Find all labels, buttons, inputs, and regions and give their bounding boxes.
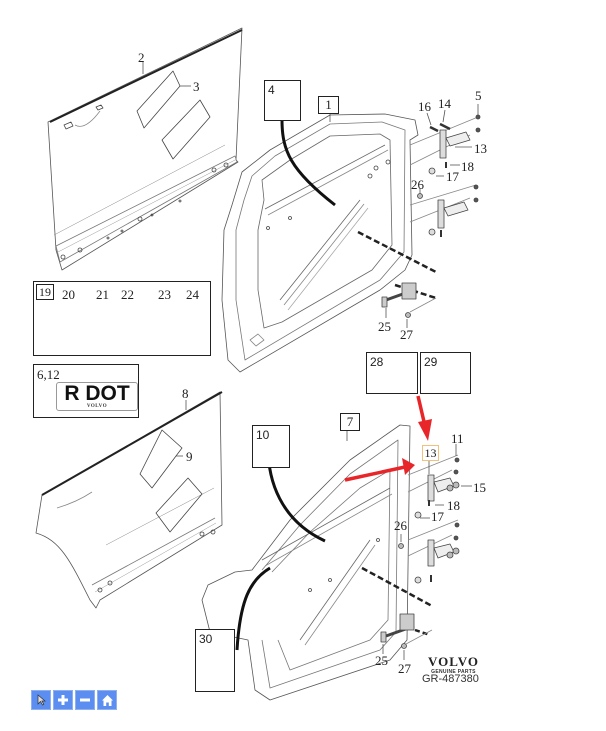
leaders-rear-hinges: [400, 444, 472, 542]
callout-30: 30: [199, 632, 213, 646]
callout-5[interactable]: 5: [475, 88, 482, 103]
brand-subtitle: GENUINE PARTS: [431, 669, 476, 675]
callout-10: 10: [256, 428, 270, 442]
red-arrows: [344, 395, 432, 482]
minus-icon: [80, 698, 90, 702]
callout-29: 29: [424, 355, 438, 369]
rear-hinges: [398, 454, 460, 584]
callout-27-bottom[interactable]: 27: [398, 661, 411, 676]
rear-door-skin: [35, 391, 223, 609]
callout-3[interactable]: 3: [193, 79, 200, 94]
leader-4: [280, 119, 336, 207]
callout-2[interactable]: 2: [138, 50, 145, 65]
box-10[interactable]: 10: [252, 425, 290, 468]
brand-name: VOLVO: [428, 654, 479, 669]
callout-26-bottom[interactable]: 26: [394, 518, 407, 533]
callout-24[interactable]: 24: [186, 287, 199, 302]
callout-22[interactable]: 22: [121, 287, 134, 302]
diagram-reference: GR-487380: [422, 673, 479, 685]
rear-door-frame: [201, 424, 411, 701]
callout-8[interactable]: 8: [182, 386, 189, 401]
callout-25-bottom[interactable]: 25: [375, 653, 388, 668]
arrow-right: [344, 465, 406, 482]
front-door-frame: [221, 113, 419, 373]
home-icon: [101, 694, 113, 706]
callout-1[interactable]: 1: [318, 96, 339, 114]
cursor-icon: [37, 694, 46, 706]
callout-14[interactable]: 14: [438, 96, 451, 111]
plus-icon: [58, 695, 68, 705]
callout-18-bottom[interactable]: 18: [447, 498, 460, 513]
callout-9[interactable]: 9: [186, 449, 193, 464]
callout-25-top[interactable]: 25: [378, 319, 391, 334]
callout-23[interactable]: 23: [158, 287, 171, 302]
sticker-3: [136, 70, 211, 160]
callout-26-top[interactable]: 26: [411, 177, 424, 192]
callout-4: 4: [268, 83, 275, 97]
box-29[interactable]: 29: [420, 352, 471, 394]
box-30[interactable]: 30: [195, 629, 235, 692]
zoom-out-button[interactable]: [75, 690, 95, 710]
callout-18-top[interactable]: 18: [461, 159, 474, 174]
callout-28: 28: [370, 355, 384, 369]
rear-check-strap: [361, 566, 433, 660]
callout-15[interactable]: 15: [473, 480, 486, 495]
badge-box-6-12[interactable]: 6,12 R DOT VOLVO: [33, 364, 139, 418]
front-check-strap: [357, 230, 437, 328]
callout-13-highlighted[interactable]: 13: [422, 445, 439, 461]
callout-27-top[interactable]: 27: [400, 327, 413, 342]
callout-20[interactable]: 20: [62, 287, 75, 302]
callout-17-top[interactable]: 17: [446, 169, 459, 184]
zoom-in-button[interactable]: [53, 690, 73, 710]
arrow-down-head: [418, 419, 432, 441]
box-28[interactable]: 28: [366, 352, 418, 394]
callout-16[interactable]: 16: [418, 99, 431, 114]
front-hinges: [409, 114, 481, 237]
callout-21[interactable]: 21: [96, 287, 109, 302]
callout-17-bottom[interactable]: 17: [431, 509, 444, 524]
leaders-front-hinges: [419, 104, 479, 194]
home-button[interactable]: [97, 690, 117, 710]
sticker-9: [139, 429, 203, 533]
callout-19: 19: [36, 284, 54, 300]
volvo-brand: VOLVO GENUINE PARTS: [428, 654, 479, 675]
badge-subtext: VOLVO: [86, 404, 108, 409]
select-button[interactable]: [31, 690, 51, 710]
callout-13-top[interactable]: 13: [474, 141, 487, 156]
arrow-right-head: [402, 458, 415, 475]
viewer-toolbar: [31, 690, 117, 710]
box-4[interactable]: 4: [264, 80, 301, 121]
front-door-skin: [47, 27, 243, 271]
callout-6-12: 6,12: [37, 367, 60, 382]
callout-7[interactable]: 7: [340, 413, 360, 431]
r-dot-badge: R DOT VOLVO: [56, 382, 138, 411]
callout-11[interactable]: 11: [451, 431, 464, 446]
leader-30: [235, 566, 271, 651]
badge-text: R DOT: [64, 382, 130, 405]
kit-box-19[interactable]: 19: [33, 281, 211, 356]
